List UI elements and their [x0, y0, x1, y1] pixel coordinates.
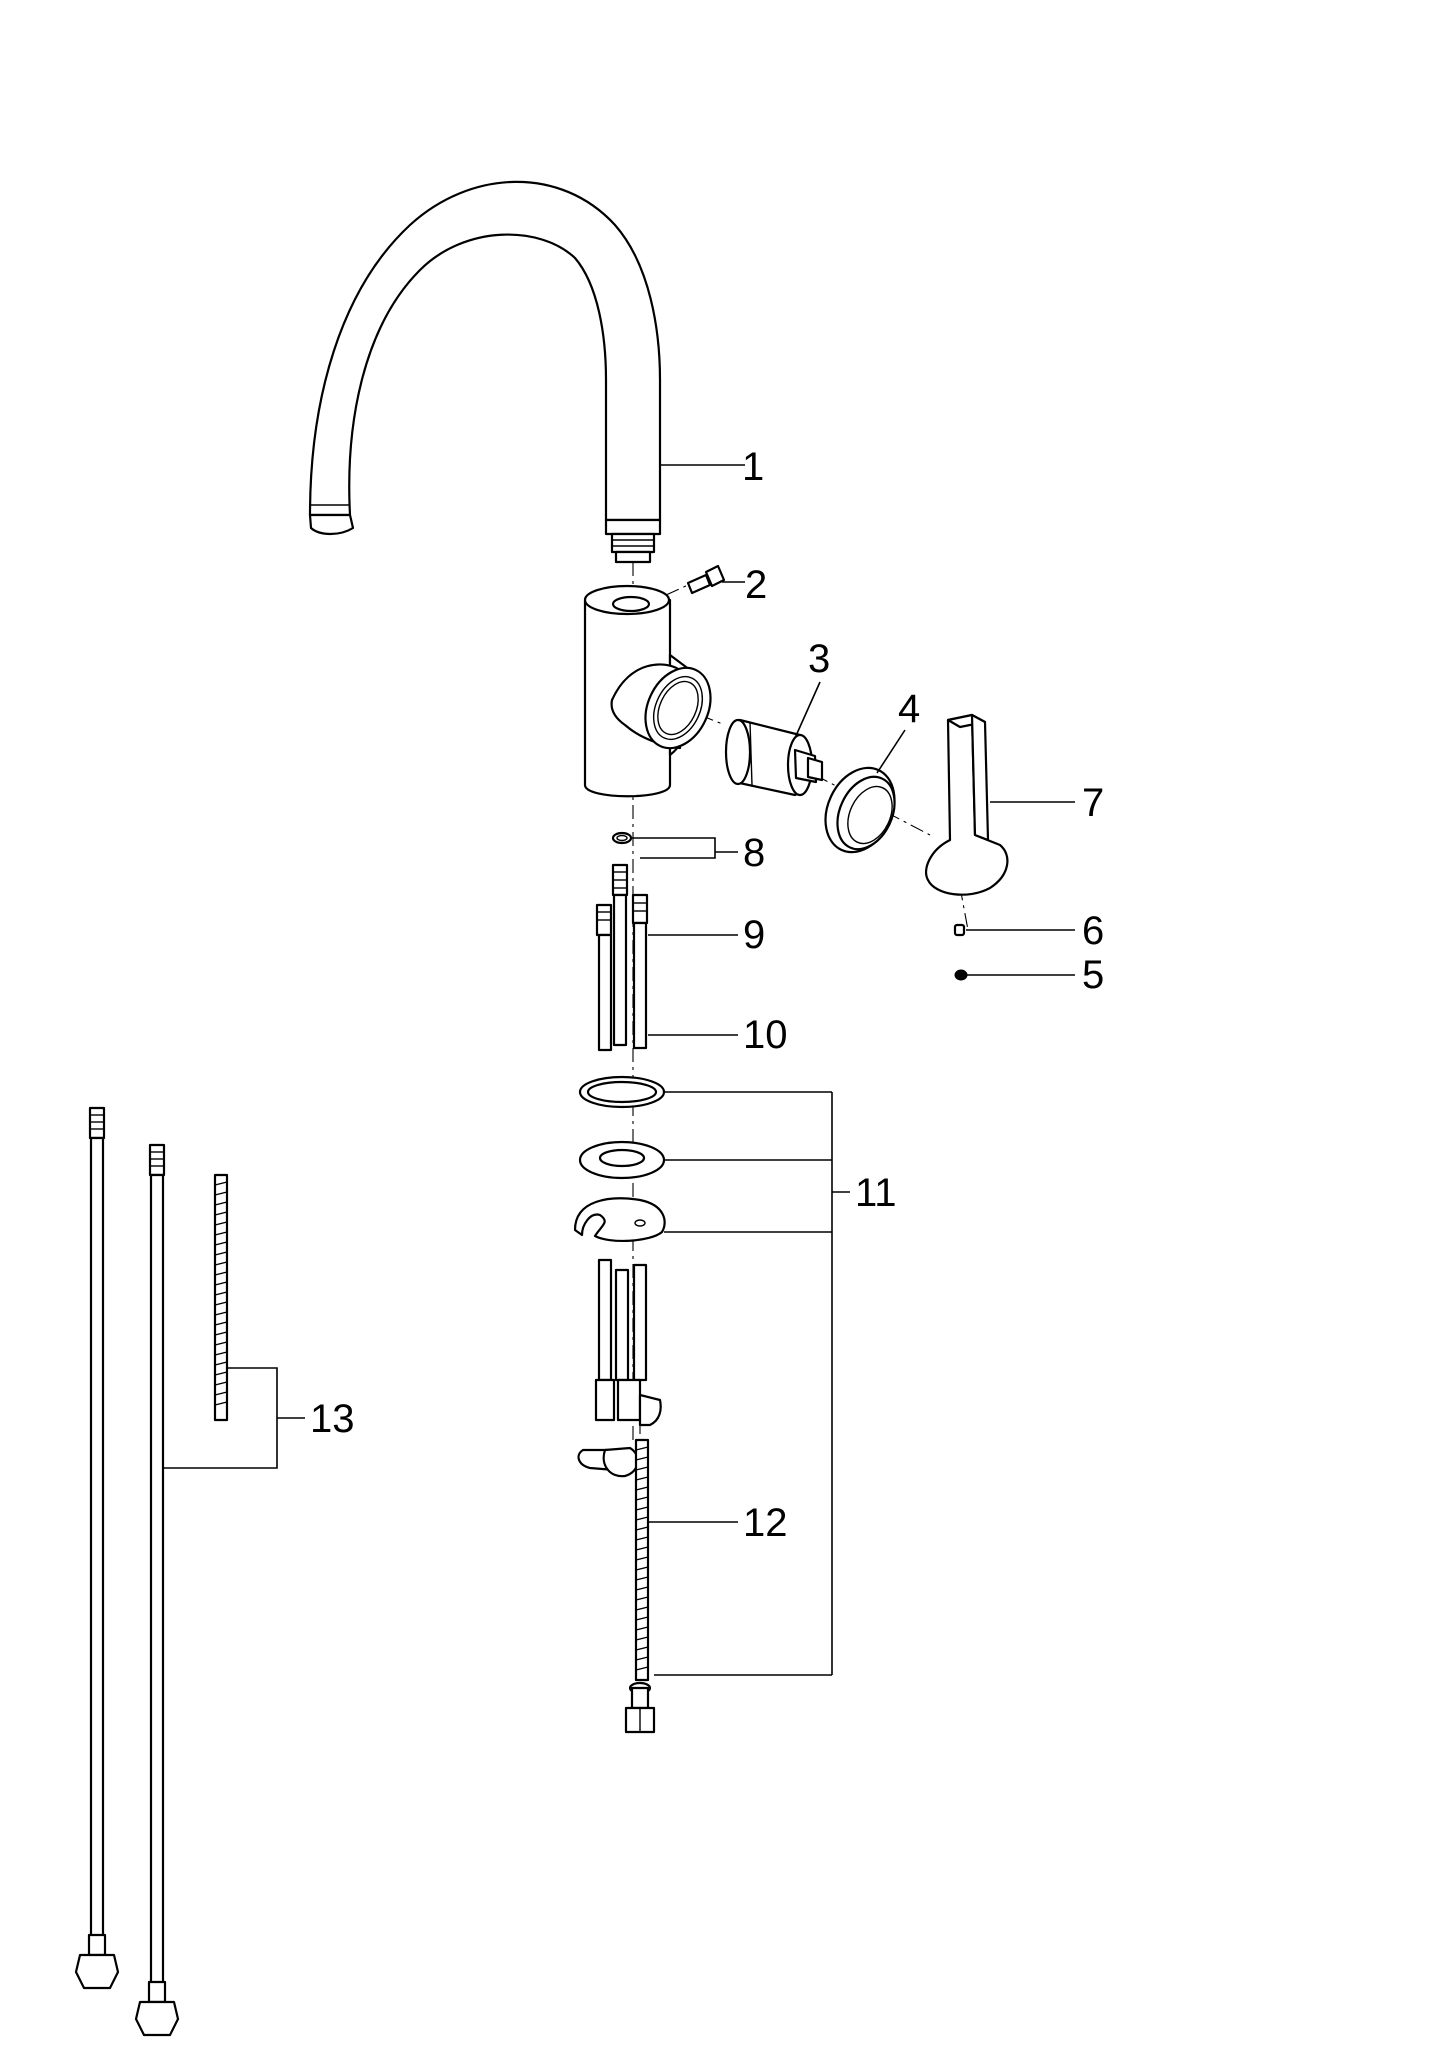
part-11-mounting-washers: [573, 1075, 666, 1243]
part-13-hoses-and-stud: [74, 1106, 229, 2037]
part-7-lever-handle: [924, 713, 1009, 896]
part-4-cover-ring: [824, 766, 896, 854]
callout-9: 9: [743, 913, 765, 957]
callout-2: 2: [745, 563, 767, 607]
callout-12: 12: [743, 1501, 788, 1545]
callout-6: 6: [1082, 909, 1104, 953]
callout-4: 4: [898, 687, 920, 731]
callout-7: 7: [1082, 781, 1104, 825]
faucet-body: [583, 584, 712, 798]
callout-13: 13: [310, 1397, 355, 1441]
part-12-threaded-rod: [624, 1438, 656, 1734]
part-3-cartridge: [724, 718, 824, 797]
part-8-o-rings: [611, 831, 633, 845]
part-2-set-screw: [686, 564, 726, 595]
part-1-spout: [308, 180, 662, 564]
callout-1: 1: [742, 445, 764, 489]
part-6-grub-screw: [953, 923, 966, 937]
callout-11: 11: [855, 1171, 897, 1215]
part-5-cap: [954, 969, 968, 981]
callout-5: 5: [1082, 953, 1104, 997]
lower-tube-section: [577, 1258, 662, 1478]
callout-3: 3: [808, 637, 830, 681]
part-9-10-supply-tubes: [595, 863, 649, 1052]
leader-lines: [163, 464, 1075, 1676]
callout-10: 10: [743, 1013, 788, 1057]
callout-8: 8: [743, 831, 765, 875]
